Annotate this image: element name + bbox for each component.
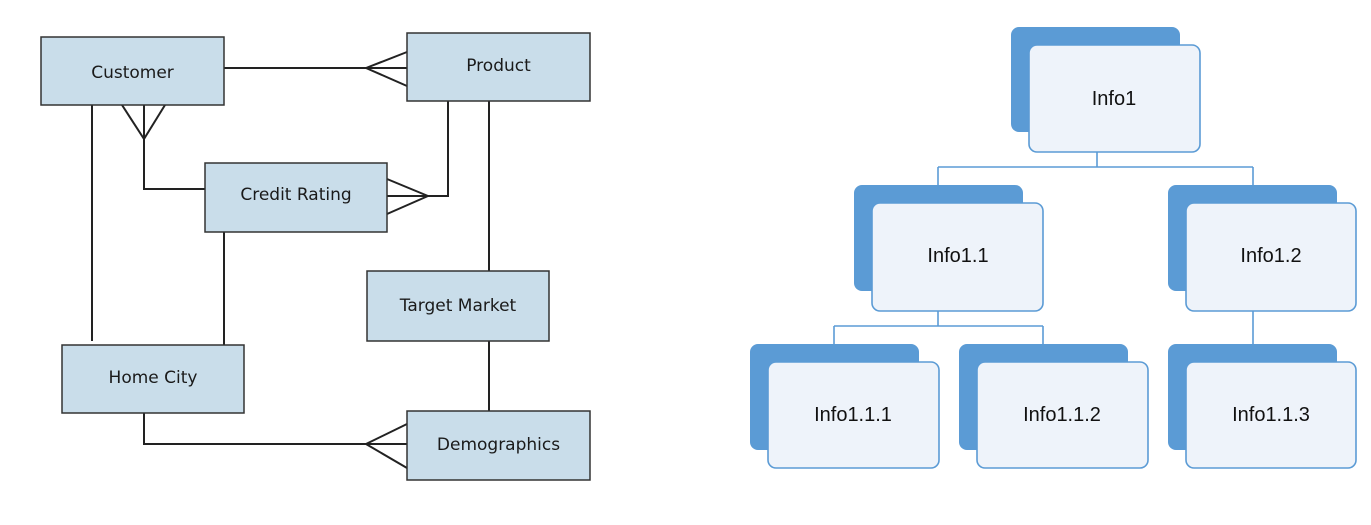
org-node-info1-1-1: Info1.1.1 — [750, 344, 940, 469]
org-node-info1-1-3: Info1.1.3 — [1168, 344, 1357, 469]
org-node-info1-1-3-card — [1185, 361, 1357, 469]
customer-product-crowfoot-bottom — [365, 67, 408, 87]
homecity-demographics-crowfoot-top — [365, 423, 408, 445]
er-diagram: Customer Product Credit Rating Target Ma… — [40, 32, 591, 481]
product-credit-crowfoot-top — [386, 178, 429, 197]
org-node-info1: Info1 — [1011, 27, 1201, 153]
entity-product: Product — [406, 32, 591, 102]
entity-customer: Customer — [40, 36, 225, 106]
entity-credit-rating: Credit Rating — [204, 162, 388, 233]
homecity-demographics-line — [143, 413, 366, 445]
customer-credit-crowfoot-left — [121, 104, 145, 140]
org-node-info1-1-1-card — [767, 361, 940, 469]
entity-home-city-label: Home City — [109, 368, 198, 388]
product-credit-crowfoot-bottom — [386, 195, 429, 215]
customer-credit-crowfoot-right — [143, 104, 166, 140]
customer-credit-line — [143, 139, 205, 190]
entity-target-market: Target Market — [366, 270, 550, 342]
customer-product-crowfoot-top — [365, 51, 408, 69]
entity-customer-label: Customer — [91, 63, 174, 83]
org-node-info1-label: Info1 — [1092, 88, 1136, 110]
org-node-info1-1-2-label: Info1.1.2 — [1023, 404, 1101, 426]
org-node-info1-1-2: Info1.1.2 — [959, 344, 1149, 469]
er-relationship-lines — [91, 51, 490, 469]
org-node-info1-1-label: Info1.1 — [927, 245, 988, 267]
entity-demographics: Demographics — [406, 410, 591, 481]
org-node-info1-2-card — [1185, 202, 1357, 312]
org-node-info1-card — [1028, 44, 1201, 153]
org-node-info1-1-card — [871, 202, 1044, 312]
entity-credit-rating-label: Credit Rating — [240, 185, 351, 205]
org-node-info1-1-1-label: Info1.1.1 — [814, 404, 892, 426]
homecity-demographics-crowfoot-bottom — [365, 443, 408, 469]
org-node-info1-2-label: Info1.2 — [1240, 245, 1301, 267]
org-node-info1-1: Info1.1 — [854, 185, 1044, 312]
org-node-info1-1-2-card — [976, 361, 1149, 469]
entity-product-label: Product — [466, 56, 531, 76]
org-node-info1-2: Info1.2 — [1168, 185, 1357, 312]
entity-demographics-label: Demographics — [437, 435, 560, 455]
org-chart: Info1 Info1.1 Info1.2 Info1.1.1 Info1.1.… — [750, 27, 1357, 469]
product-credit-line — [428, 101, 449, 197]
entity-home-city: Home City — [61, 344, 245, 414]
entity-target-market-label: Target Market — [399, 296, 517, 316]
org-node-info1-1-3-label: Info1.1.3 — [1232, 404, 1310, 426]
org-connectors — [833, 152, 1254, 344]
